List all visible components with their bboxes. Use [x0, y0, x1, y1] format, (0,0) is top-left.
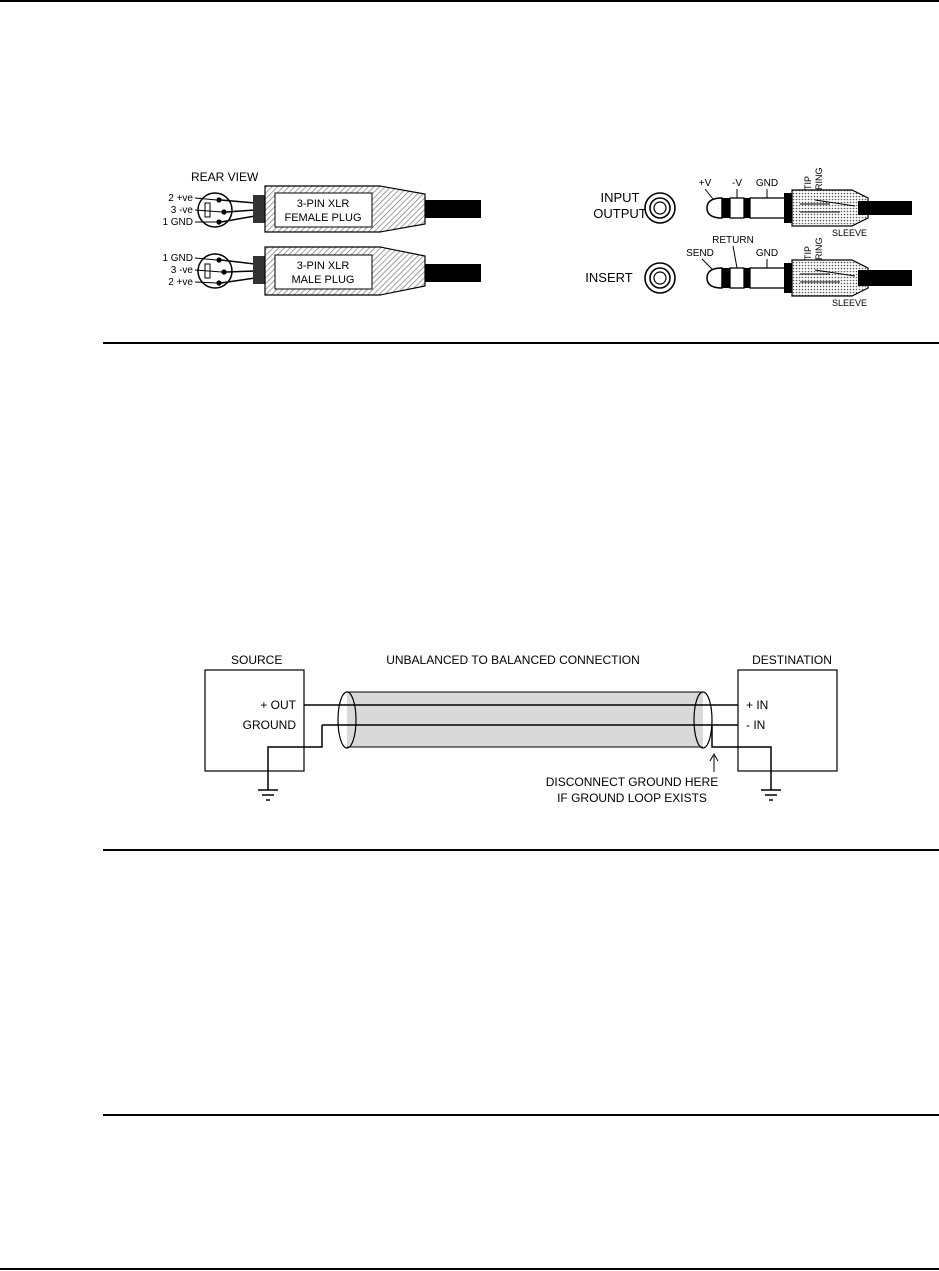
top-border — [0, 0, 939, 2]
xlr-male-pin-label: 2 +ve — [168, 277, 193, 288]
jack-io-gnd-label: GND — [756, 178, 778, 189]
jack-insert-tip: TIP — [803, 246, 813, 260]
ground-label: GROUND — [243, 718, 297, 732]
ground-icon — [761, 789, 781, 801]
in-plus-label: + IN — [746, 698, 768, 712]
cable-shield — [347, 692, 703, 747]
xlr-female-pin-label: 2 +ve — [168, 193, 193, 204]
wiring-title: UNBALANCED TO BALANCED CONNECTION — [386, 653, 640, 667]
section-divider-2 — [103, 849, 939, 851]
arrow-up-icon — [709, 752, 719, 772]
destination-box — [737, 669, 838, 772]
jack-insert-gnd-label: GND — [756, 248, 778, 259]
xlr-female-pin-label: 3 -ve — [171, 205, 194, 216]
xlr-male-pin-label: 1 GND — [162, 253, 193, 264]
jack-insert-sleeve: SLEEVE — [832, 298, 867, 308]
xlr-male-pin-label: 3 -ve — [171, 265, 194, 276]
jack-io-ring: RING — [814, 168, 824, 191]
jack-insert-return-label: RETURN — [712, 235, 754, 246]
xlr-male-plug: 1 GND 3 -ve 2 +ve 3-PIN XLR MALE PLUG — [162, 246, 481, 296]
xlr-female-plug: 2 +ve 3 -ve 1 GND 3-PIN XLR FEMALE PLUG — [162, 185, 481, 233]
xlr-male-body-text: 3-PIN XLR — [297, 260, 350, 272]
ground-note: IF GROUND LOOP EXISTS — [557, 791, 707, 805]
jack-insert-ring: RING — [814, 238, 824, 261]
out-plus-label: + OUT — [260, 698, 296, 712]
jack-io-sleeve: SLEEVE — [832, 228, 867, 238]
xlr-female-body-text: 3-PIN XLR — [297, 198, 350, 210]
in-minus-label: - IN — [746, 718, 765, 732]
jack-io-label: INPUT — [601, 190, 640, 205]
connector-diagram: REAR VIEW 2 +ve 3 -ve 1 GND 3-PIN XLR FE… — [162, 168, 912, 308]
jack-insert-label: INSERT — [585, 270, 632, 285]
xlr-male-body-text: MALE PLUG — [292, 274, 355, 286]
jack-io-ring-label: -V — [732, 178, 742, 189]
ground-icon — [258, 789, 278, 801]
jack-io-tip-label: +V — [699, 178, 712, 189]
rear-view-label: REAR VIEW — [191, 170, 259, 184]
xlr-female-body-text: FEMALE PLUG — [284, 212, 361, 224]
jack-insert: INSERT RETURN SEND GND TIP RING SLEEVE — [585, 235, 912, 308]
section-divider-1 — [103, 342, 939, 344]
jack-insert-send-label: SEND — [686, 248, 714, 259]
jack-io-tip: TIP — [803, 176, 813, 190]
ground-note: DISCONNECT GROUND HERE — [546, 775, 718, 789]
source-box — [204, 669, 305, 772]
source-label: SOURCE — [231, 653, 282, 667]
jack-io-label: OUTPUT — [593, 206, 647, 221]
bottom-border — [0, 1268, 939, 1270]
destination-label: DESTINATION — [752, 653, 832, 667]
xlr-female-pin-label: 1 GND — [162, 217, 193, 228]
jack-input-output: INPUT OUTPUT +V -V GND TIP RING SLEEVE — [593, 168, 912, 238]
section-divider-3 — [103, 1114, 939, 1116]
wiring-diagram: SOURCE UNBALANCED TO BALANCED CONNECTION… — [204, 653, 838, 805]
